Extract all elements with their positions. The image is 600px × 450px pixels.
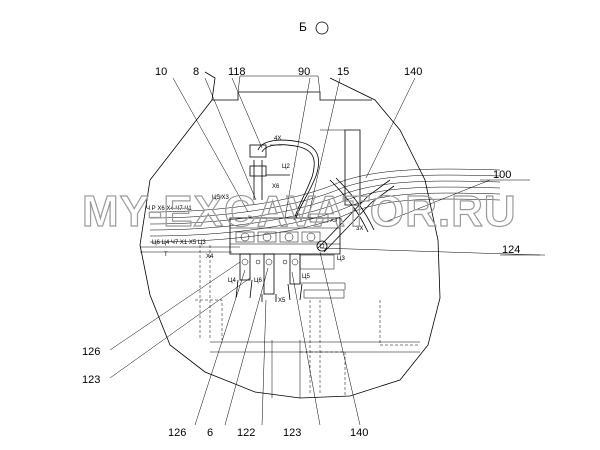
callout-118: 118 [228,66,246,78]
callout-100: 100 [493,169,511,181]
port-label: 3X [356,226,363,232]
callout-10: 10 [155,66,167,78]
callout-126-bottom: 126 [168,427,186,439]
port-label: 4X [274,136,281,142]
callout-15: 15 [337,66,349,78]
callout-90: 90 [298,66,310,78]
port-label: Ч Р Х6 Х4 Ч7 Ч1 [146,206,192,212]
view-circle-icon [315,21,329,35]
port-label: Ц5 [302,274,310,280]
port-label: Ц6 [254,278,262,284]
callout-126-left: 126 [82,346,100,358]
callout-123-left: 123 [82,374,100,386]
port-label: Т [164,252,168,258]
port-label: Ц2 [282,164,290,170]
port-label: Ц3 [337,256,345,262]
bracket-plate [212,91,372,101]
view-label: Б [299,20,307,34]
callout-124: 124 [502,244,520,256]
callout-8: 8 [193,66,199,78]
port-label: Ц4 [228,278,236,284]
port-label: X3 [330,218,338,224]
callout-140-bottom: 140 [350,427,368,439]
callout-123-bottom: 123 [283,427,301,439]
port-label: X6 [272,184,280,190]
port-label: Ц5 X3 [212,195,229,201]
port-label: Ц6 Ц4 Ч7 Х1 Х5 Ц3 [152,240,206,246]
callout-140-top: 140 [404,66,422,78]
callout-6: 6 [207,427,213,439]
watermark: MY-EXCAVATOR.RU [82,187,517,236]
callout-122: 122 [237,427,255,439]
port-label: Х5 [278,298,286,304]
port-label: Х4 [206,254,214,260]
